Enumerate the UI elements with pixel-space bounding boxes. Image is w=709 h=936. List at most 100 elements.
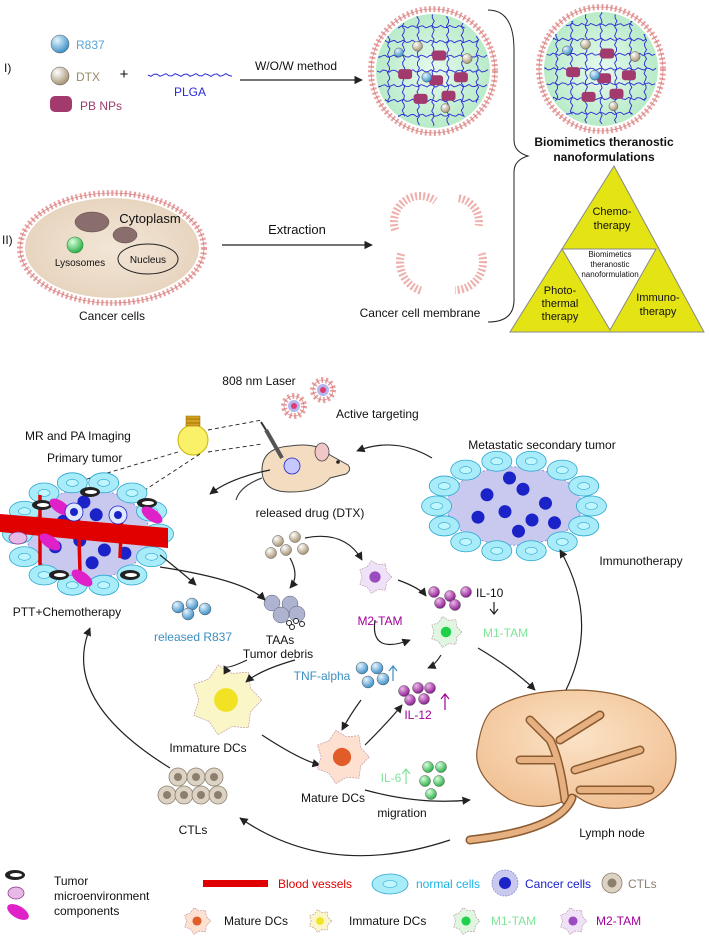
dtx-released bbox=[289, 531, 301, 543]
chemo-label: Chemo- bbox=[592, 206, 631, 218]
nucleus bbox=[117, 243, 179, 275]
il10-down-arrow bbox=[489, 602, 499, 615]
tumor-debris bbox=[299, 621, 305, 627]
arrow-tumor-taas bbox=[159, 566, 266, 601]
taas-label: TAAs bbox=[266, 633, 294, 647]
lymph-label: Lymph node bbox=[579, 826, 645, 840]
plus-sign: + bbox=[120, 66, 129, 83]
released-r837-label: released R837 bbox=[154, 630, 232, 644]
pb-np bbox=[566, 67, 581, 78]
arrow-m1-lymph bbox=[477, 647, 536, 691]
legend-normal-label: normal cells bbox=[416, 877, 480, 891]
normal-cell-nucleus bbox=[490, 546, 504, 555]
arrow-m1-il12 bbox=[427, 654, 442, 669]
plga-strand bbox=[546, 81, 656, 86]
pb-np bbox=[432, 50, 447, 61]
dtx-sphere bbox=[412, 40, 423, 52]
ctl-cell-core bbox=[174, 773, 182, 781]
cancer-cell bbox=[503, 471, 516, 485]
normal-cell-nucleus bbox=[37, 489, 51, 497]
arrow-tnf-mdc bbox=[341, 699, 362, 731]
tme-magenta bbox=[71, 569, 93, 587]
cancer-cell bbox=[480, 488, 494, 502]
pb-legend-shape bbox=[50, 96, 72, 112]
ctl-cell-core bbox=[214, 791, 222, 799]
ctls-label: CTLs bbox=[179, 823, 208, 837]
plga-strand bbox=[376, 69, 489, 73]
pb-np bbox=[453, 72, 468, 83]
legend-tumor-line3: components bbox=[54, 904, 119, 918]
mouse-ear bbox=[314, 442, 330, 462]
il6-sphere bbox=[422, 761, 434, 773]
dtx-released bbox=[297, 543, 309, 555]
chemo-label: therapy bbox=[594, 220, 631, 232]
immuno-label: therapy bbox=[640, 306, 677, 318]
nanoparticle-main-membrane-line bbox=[370, 8, 496, 134]
taa-cell bbox=[272, 606, 290, 624]
r837-sphere bbox=[562, 45, 572, 56]
np-small-line bbox=[312, 379, 334, 401]
dtx-sphere bbox=[629, 51, 641, 62]
nanoparticle-main-polymer bbox=[376, 14, 489, 127]
il12-sphere bbox=[424, 682, 436, 694]
tumor-debris-label: Tumor debris bbox=[243, 647, 313, 661]
r837-sphere bbox=[589, 69, 601, 81]
arrow-mdc-il12 bbox=[364, 704, 403, 746]
mitochondrion bbox=[74, 211, 110, 233]
legend-cancer-label: Cancer cells bbox=[525, 877, 591, 891]
pb-np bbox=[441, 90, 456, 101]
legend-m2-label: M2-TAM bbox=[596, 914, 641, 928]
arrow-migration bbox=[364, 789, 471, 805]
pb-legend-label: PB NPs bbox=[80, 99, 122, 113]
membrane-fragment bbox=[454, 252, 487, 294]
pb-np bbox=[609, 88, 624, 99]
legend-mature-dc-core bbox=[192, 916, 202, 926]
immuno-label: Immuno- bbox=[636, 292, 680, 304]
membrane-caption: Cancer cell membrane bbox=[360, 306, 481, 320]
il12-sphere bbox=[398, 685, 410, 697]
plga-strand bbox=[398, 24, 465, 29]
dtx-sphere bbox=[440, 103, 451, 113]
legend-tumor-line1: Tumor bbox=[54, 874, 88, 888]
normal-cell-nucleus bbox=[437, 482, 451, 490]
arrow-dtx-m2 bbox=[304, 535, 363, 561]
legend-ctls-label: CTLs bbox=[628, 877, 657, 891]
brace bbox=[487, 9, 530, 323]
il12-up-arrow bbox=[440, 693, 450, 710]
legend-blood-line bbox=[203, 880, 268, 887]
plga-strand bbox=[460, 22, 465, 117]
active-targeting-label: Active targeting bbox=[336, 407, 419, 421]
tnf-sphere bbox=[376, 672, 390, 686]
cancer-cell bbox=[548, 516, 561, 530]
tme-black-core bbox=[54, 573, 66, 577]
arrow-ctl-primary bbox=[82, 627, 171, 769]
mature-label: Mature DCs bbox=[301, 791, 365, 805]
plga-strand bbox=[401, 22, 406, 117]
tme-black-core bbox=[37, 503, 49, 507]
legend-mature-label: Mature DCs bbox=[224, 914, 288, 928]
photo-label: therapy bbox=[542, 311, 579, 323]
plga-strand-legend bbox=[147, 73, 233, 77]
tme-magenta bbox=[39, 533, 61, 551]
normal-cell-nucleus bbox=[430, 502, 443, 510]
il10-sphere bbox=[434, 597, 446, 609]
legend-tme-black-core bbox=[10, 873, 22, 877]
m2-tam-cell-core bbox=[369, 571, 381, 583]
normal-cell-nucleus bbox=[585, 502, 598, 510]
ctl-cell-core bbox=[163, 791, 171, 799]
migration-label: migration bbox=[377, 806, 426, 820]
nano-in-tumor-core bbox=[114, 511, 122, 519]
plga-strand bbox=[569, 20, 574, 115]
arrow-lymph-ctl bbox=[239, 817, 451, 857]
center-label: theranostic bbox=[590, 260, 629, 269]
normal-cell-nucleus bbox=[524, 457, 538, 466]
cancer-cell-membrane-line bbox=[19, 192, 205, 304]
cancer-cell-cytoplasm bbox=[25, 198, 199, 298]
released-drug-label: released drug (DTX) bbox=[256, 506, 365, 520]
lysosome bbox=[66, 236, 84, 254]
il10-sphere bbox=[449, 599, 461, 611]
il12-label: IL-12 bbox=[404, 708, 432, 722]
arrow-tumor-r837 bbox=[159, 554, 197, 586]
mouse-eye bbox=[336, 460, 340, 464]
membrane-fragment bbox=[396, 251, 423, 295]
